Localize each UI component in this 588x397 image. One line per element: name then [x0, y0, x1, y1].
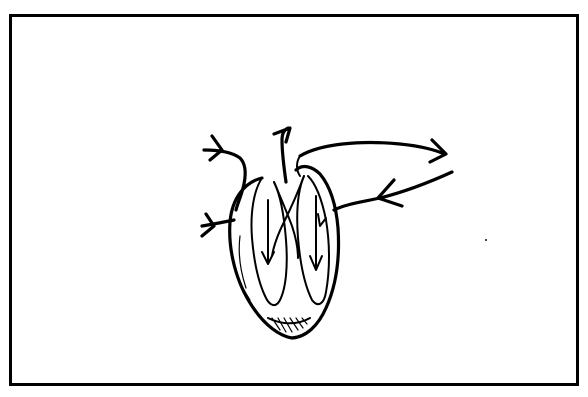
heart-outline: [230, 167, 339, 338]
superior-vena-cava-arrow-icon: [210, 136, 222, 160]
aortic-arch: [300, 143, 444, 157]
stray-mark: [485, 239, 487, 241]
right-chamber: [297, 176, 329, 304]
